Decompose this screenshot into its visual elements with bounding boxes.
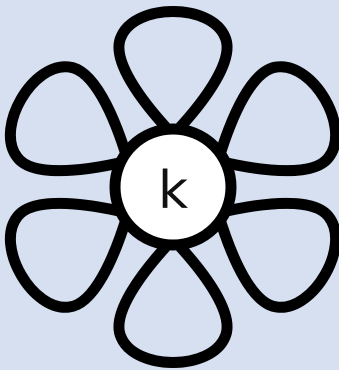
petal-4 xyxy=(119,239,227,363)
petal-1 xyxy=(119,12,227,136)
center-letter: k xyxy=(158,161,188,221)
